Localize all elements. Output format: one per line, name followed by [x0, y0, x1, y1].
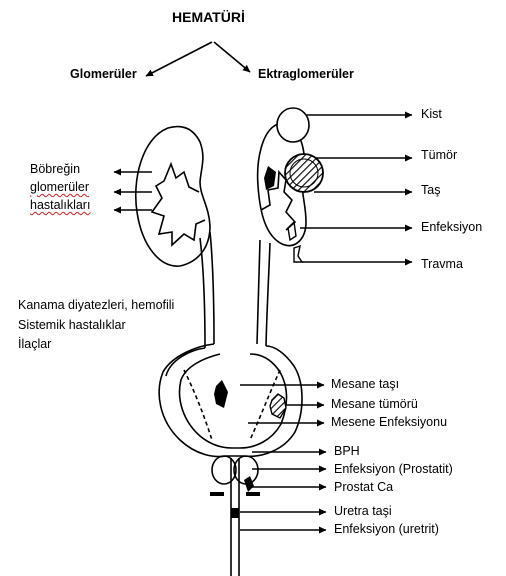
sphincter-right — [246, 492, 260, 496]
right-ureter-in-bladder — [249, 369, 281, 441]
label-prostat-ca: Prostat Ca — [334, 480, 394, 494]
label-mesane-tumoru: Mesane tümörü — [331, 397, 418, 411]
diagram-title: HEMATÜRİ — [172, 9, 245, 25]
label-systemic-line3: İlaçlar — [18, 337, 52, 351]
label-systemic-line1: Kanama diyatezleri, hemofili — [18, 298, 174, 313]
left-ureter-in-bladder — [183, 369, 213, 441]
label-uretrit: Enfeksiyon (uretrit) — [334, 522, 439, 536]
label-travma: Travma — [421, 257, 463, 271]
kidney-stone — [264, 166, 276, 190]
bladder-inner — [178, 353, 288, 449]
label-mesane-tasi: Mesane taşı — [331, 377, 400, 391]
label-kidney-line3: hastalıkları — [30, 198, 91, 212]
label-kidney-line1: Böbreğin — [30, 162, 81, 176]
label-bph: BPH — [334, 444, 360, 458]
left-kidney — [134, 125, 211, 267]
label-systemic-line2: Sistemik hastalıklar — [18, 318, 126, 332]
right-ureter-inner — [256, 239, 261, 345]
left-renal-pelvis — [150, 161, 206, 247]
label-prostatit: Enfeksiyon (Prostatit) — [334, 462, 453, 476]
left-ureter-inner — [209, 231, 215, 345]
tumor-mass-rim — [289, 158, 319, 188]
category-glomeruler: Glomerüler — [70, 67, 137, 81]
category-ektraglomeruler: Ektraglomerüler — [258, 67, 354, 81]
label-mesane-enfeksiyonu: Mesene Enfeksiyonu — [331, 415, 448, 429]
sphincter-left — [210, 492, 224, 496]
bladder-outer — [158, 343, 303, 458]
urethra-stone — [231, 508, 239, 518]
prostate-cancer — [244, 476, 254, 492]
right-ureter-outer — [265, 242, 271, 347]
bladder-tumor — [269, 393, 287, 419]
label-tas: Taş — [421, 183, 441, 197]
tumor-mass — [284, 153, 324, 193]
bladder-stone — [214, 380, 228, 408]
label-enfeksiyon: Enfeksiyon — [421, 220, 483, 234]
infection-mark — [287, 220, 297, 242]
left-prostate-lobe — [211, 455, 237, 485]
left-ureter-outer — [199, 237, 206, 349]
arrow-to-ektraglomeruler — [213, 41, 251, 73]
label-systemic-text: Kanama diyatezleri, hemofili — [18, 298, 175, 312]
cyst — [276, 107, 310, 143]
arrow-to-glomeruler — [145, 41, 213, 77]
label-tumor: Tümör — [421, 148, 458, 162]
trauma-mark — [293, 244, 304, 263]
label-kist: Kist — [421, 107, 442, 121]
label-uretra-tasi: Uretra taşi — [334, 504, 392, 518]
label-kidney-line2: glomerüler — [30, 180, 90, 194]
right-kidney — [256, 122, 307, 247]
